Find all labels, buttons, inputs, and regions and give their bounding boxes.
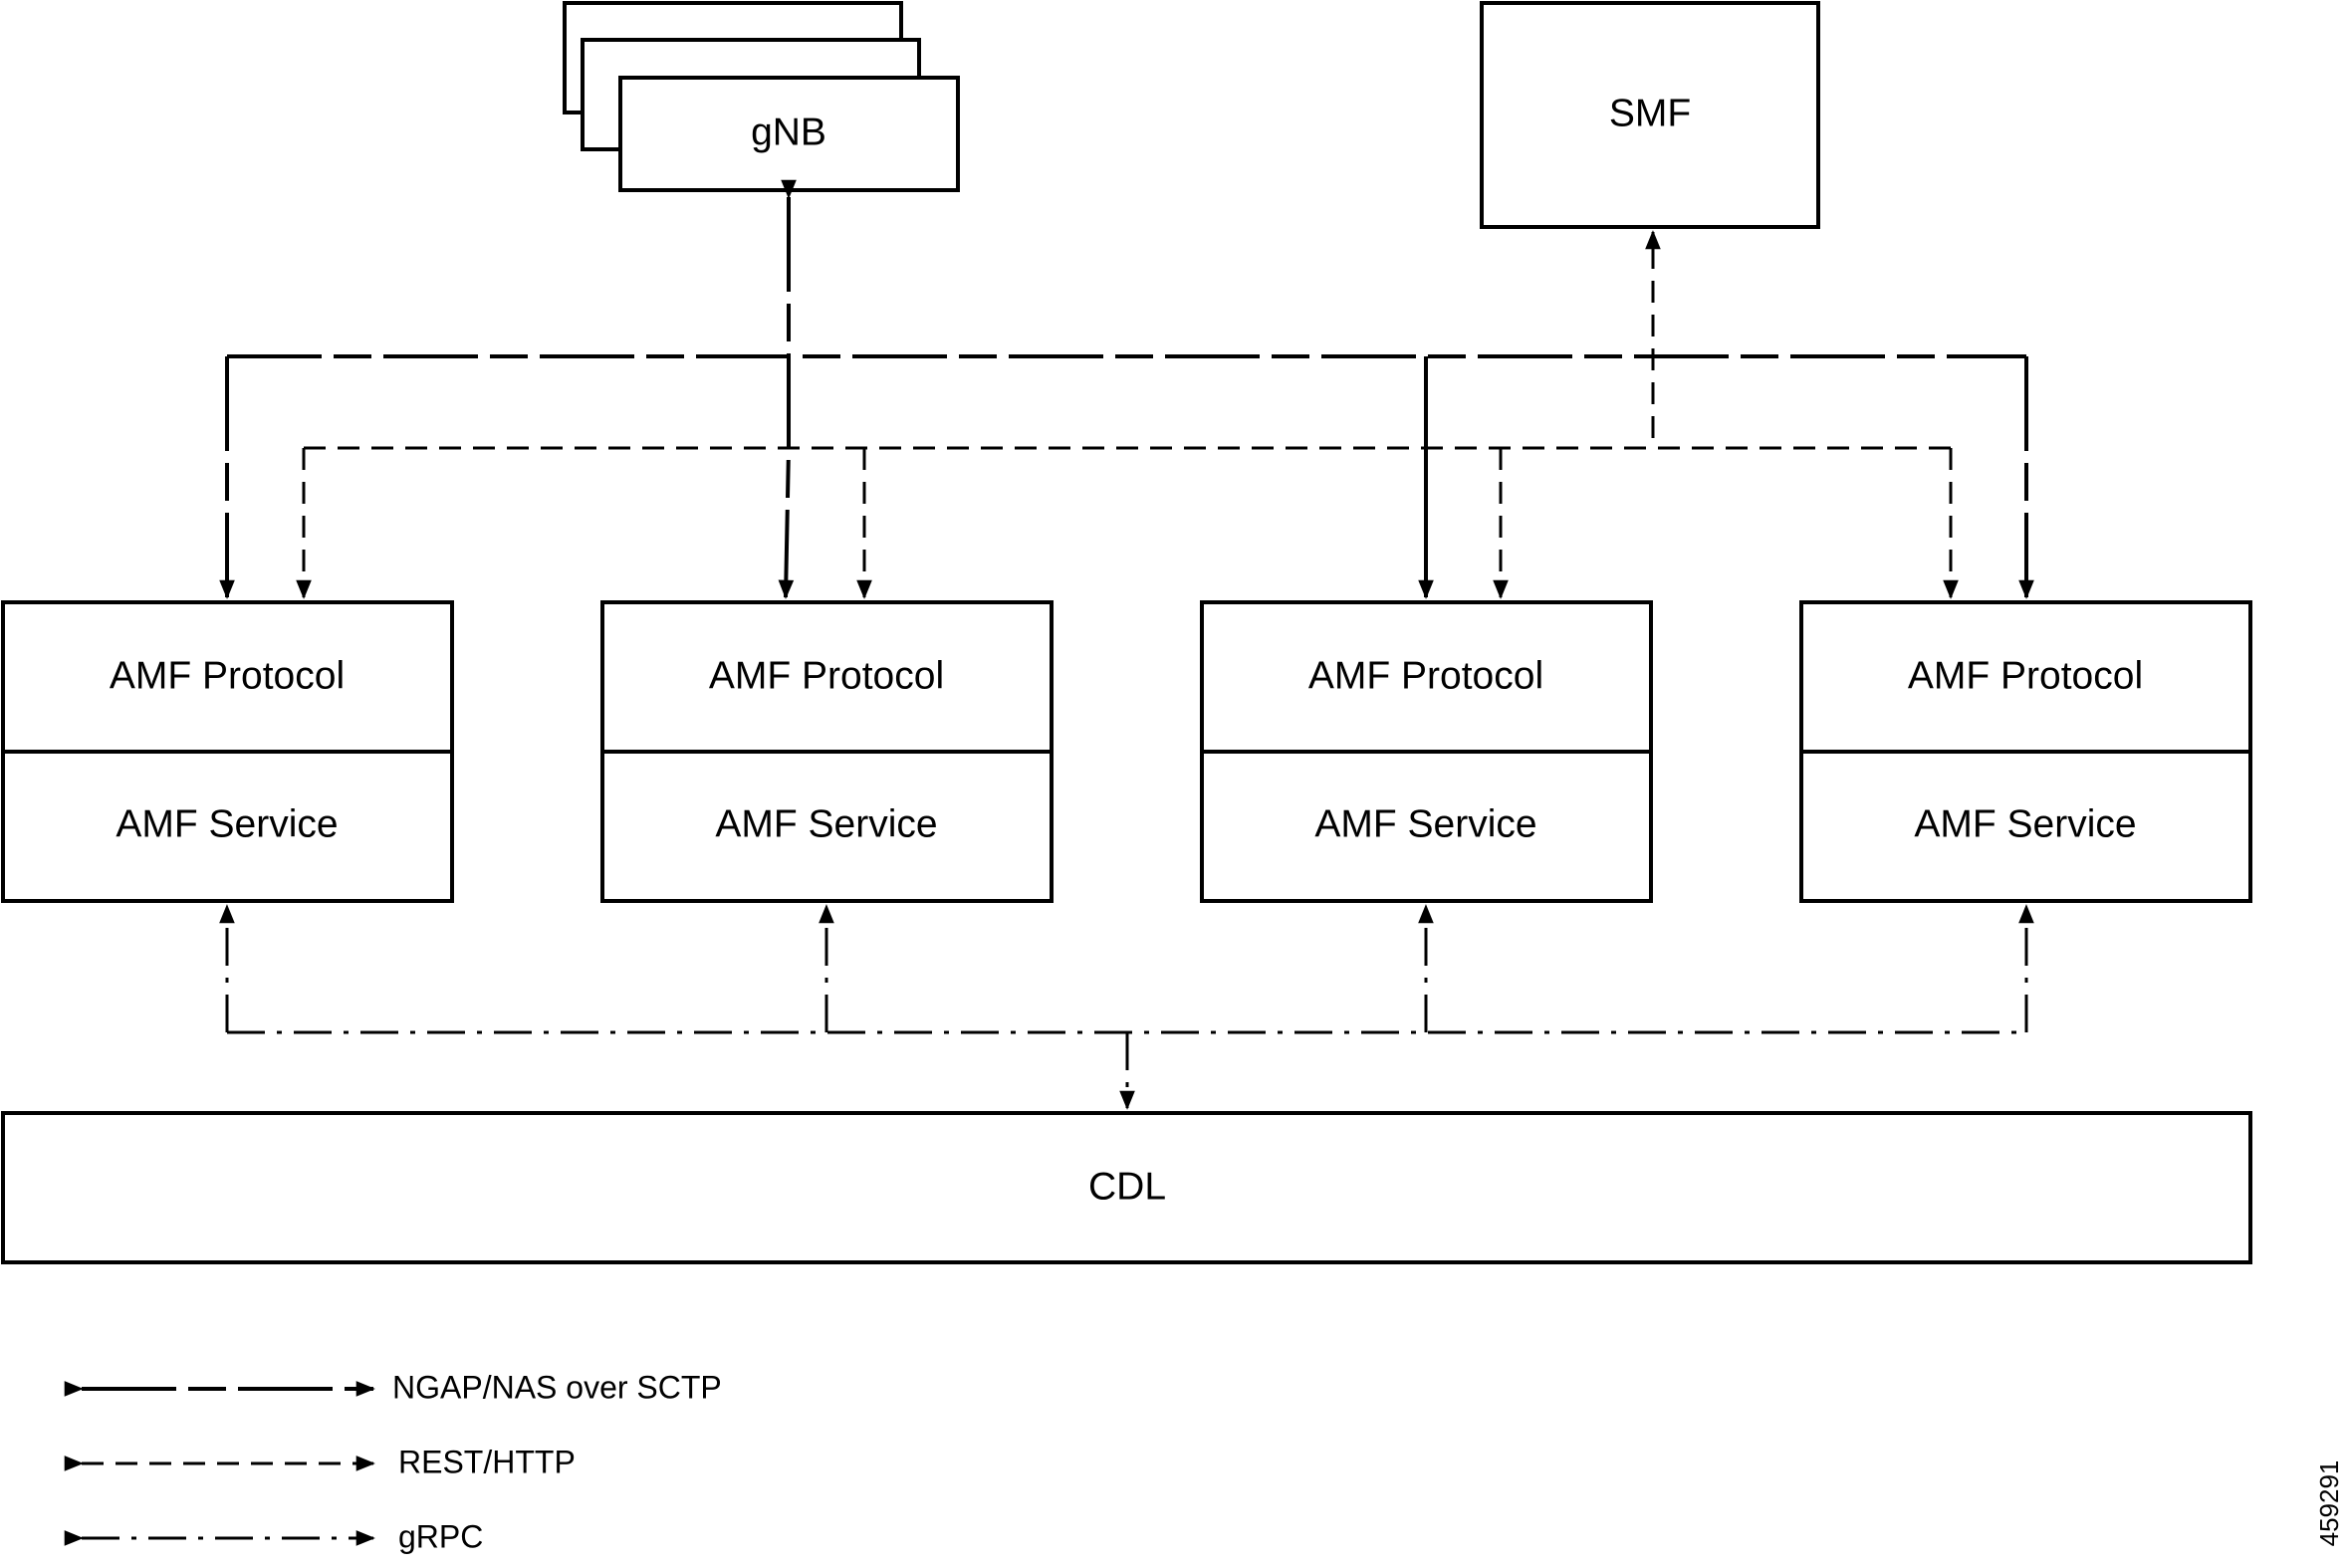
gnb-node: gNB	[563, 1, 960, 192]
legend-item-grpc: gRPC	[64, 1518, 483, 1554]
cdl-label: CDL	[1088, 1165, 1166, 1208]
amf-protocol-label: AMF Protocol	[1308, 654, 1543, 697]
amf-unit-3: AMF Protocol AMF Service	[1200, 600, 1653, 903]
amf-protocol-label: AMF Protocol	[1908, 654, 2143, 697]
rest-connections	[296, 230, 1959, 599]
gnb-to-amf-2-connector	[778, 179, 797, 599]
amf-unit-1: AMF Protocol AMF Service	[1, 600, 454, 903]
legend-item-rest: REST/HTTP	[64, 1444, 576, 1479]
legend-rest-label: REST/HTTP	[398, 1444, 576, 1479]
smf-box	[1480, 1, 1820, 229]
cdl-box	[1, 1111, 2252, 1264]
amf-protocol-label: AMF Protocol	[110, 654, 345, 697]
amf-protocol-label: AMF Protocol	[709, 654, 944, 697]
amf-service-label: AMF Service	[1914, 802, 2136, 845]
gnb-label: gNB	[751, 111, 826, 153]
amf-unit-2: AMF Protocol AMF Service	[600, 600, 1054, 903]
legend-item-ngap: NGAP/NAS over SCTP	[64, 1369, 722, 1405]
cdl-node: CDL	[1, 1111, 2252, 1264]
ngap-connections	[219, 179, 2034, 599]
grpc-connections	[219, 904, 2034, 1110]
legend-ngap-label: NGAP/NAS over SCTP	[392, 1369, 722, 1405]
amf-unit-4: AMF Protocol AMF Service	[1799, 600, 2252, 903]
amf-service-label: AMF Service	[1314, 802, 1536, 845]
figure-id: 459291	[2314, 1460, 2344, 1547]
legend-grpc-label: gRPC	[398, 1518, 483, 1554]
legend: NGAP/NAS over SCTP REST/HTTP gRPC	[64, 1369, 722, 1554]
smf-node: SMF	[1480, 1, 1820, 229]
amf-service-label: AMF Service	[715, 802, 937, 845]
smf-label: SMF	[1609, 92, 1691, 134]
amf-service-label: AMF Service	[116, 802, 338, 845]
